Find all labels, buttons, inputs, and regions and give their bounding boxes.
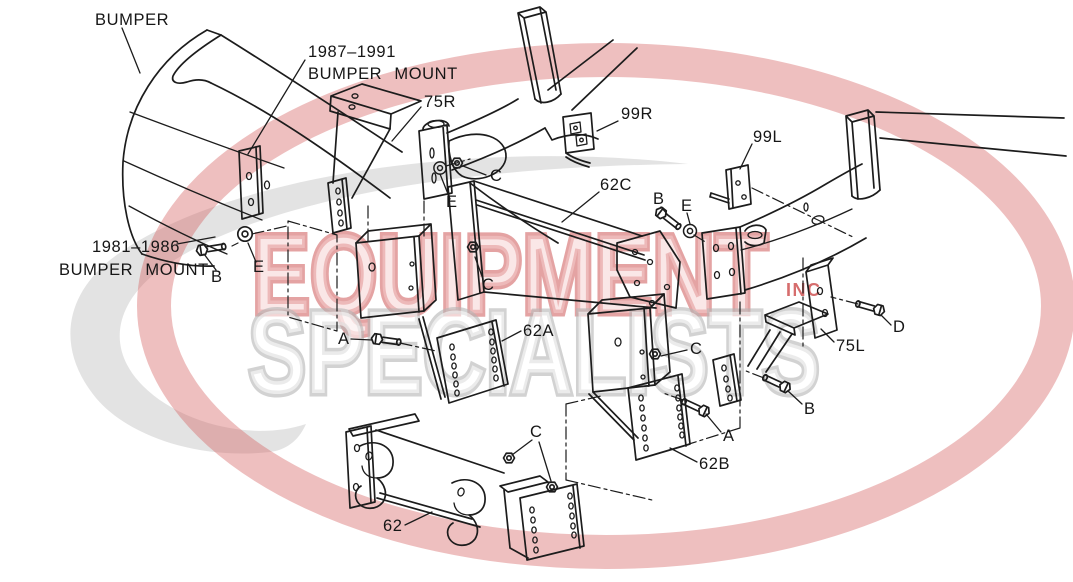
- watermark-word-inc: INC: [786, 280, 822, 300]
- bracket-8791-plate: [238, 145, 271, 220]
- push-beam-62: [345, 413, 585, 561]
- label-part-62B: 62B: [699, 455, 730, 473]
- label-mount-8186-year: 1981–1986: [92, 238, 180, 256]
- watermark-gray-swoosh: [70, 156, 689, 454]
- leader-lines: [121, 27, 892, 526]
- label-part-99L: 99L: [753, 128, 782, 146]
- bracket-62B: [587, 293, 713, 461]
- label-fastener-B-75L: B: [804, 400, 816, 418]
- label-part-99R: 99R: [621, 105, 653, 123]
- watermark: EQUIPMENT SPECIALISTS INC: [70, 43, 1073, 569]
- label-mount-8791-name: BUMPER MOUNT: [308, 65, 458, 83]
- watermark-red-oval: [137, 43, 1073, 569]
- label-fastener-B-8186: B: [211, 268, 223, 286]
- label-fastener-E-rail-left: E: [681, 197, 693, 215]
- watermark-word-equipment: EQUIPMENT: [252, 212, 768, 337]
- brace-bar-62C: [447, 180, 681, 309]
- bolt-D-75L: [853, 297, 887, 318]
- bracket-99R: [562, 112, 595, 168]
- bracket-99L: [709, 164, 752, 210]
- label-fastener-C-rail-right: C: [490, 167, 503, 185]
- label-fastener-A-62A: A: [338, 330, 350, 348]
- washer-E-8186: [236, 225, 254, 243]
- label-part-75L: 75L: [836, 337, 865, 355]
- watermark-word-specialists: SPECIALISTS: [248, 287, 820, 419]
- bracket-75L: [712, 257, 887, 407]
- label-part-62: 62: [383, 517, 403, 535]
- label-fastener-D-75L: D: [893, 318, 906, 336]
- label-fastener-C-62: C: [530, 423, 543, 441]
- label-part-62A: 62A: [523, 322, 554, 340]
- label-fastener-C-62B: C: [690, 340, 703, 358]
- label-part-75R: 75R: [424, 93, 456, 111]
- phantom-lines: [231, 158, 859, 501]
- label-mount-8186-name: BUMPER MOUNT: [59, 261, 209, 279]
- bracket-62A: [355, 223, 509, 404]
- label-mount-8791-year: 1987–1991: [308, 43, 396, 61]
- label-fastener-E-rail-right: E: [446, 193, 458, 211]
- label-fastener-E-8186: E: [253, 258, 265, 276]
- label-part-62C: 62C: [600, 176, 632, 194]
- label-fastener-B-rail-left: B: [653, 190, 665, 208]
- label-fastener-C-62C: C: [482, 276, 495, 294]
- label-bumper: BUMPER: [95, 11, 169, 29]
- label-fastener-A-62B: A: [723, 427, 735, 445]
- bracket-75R: [327, 83, 422, 234]
- callout-labels: BUMPER 1987–1991 BUMPER MOUNT 75R 99R C …: [59, 11, 906, 535]
